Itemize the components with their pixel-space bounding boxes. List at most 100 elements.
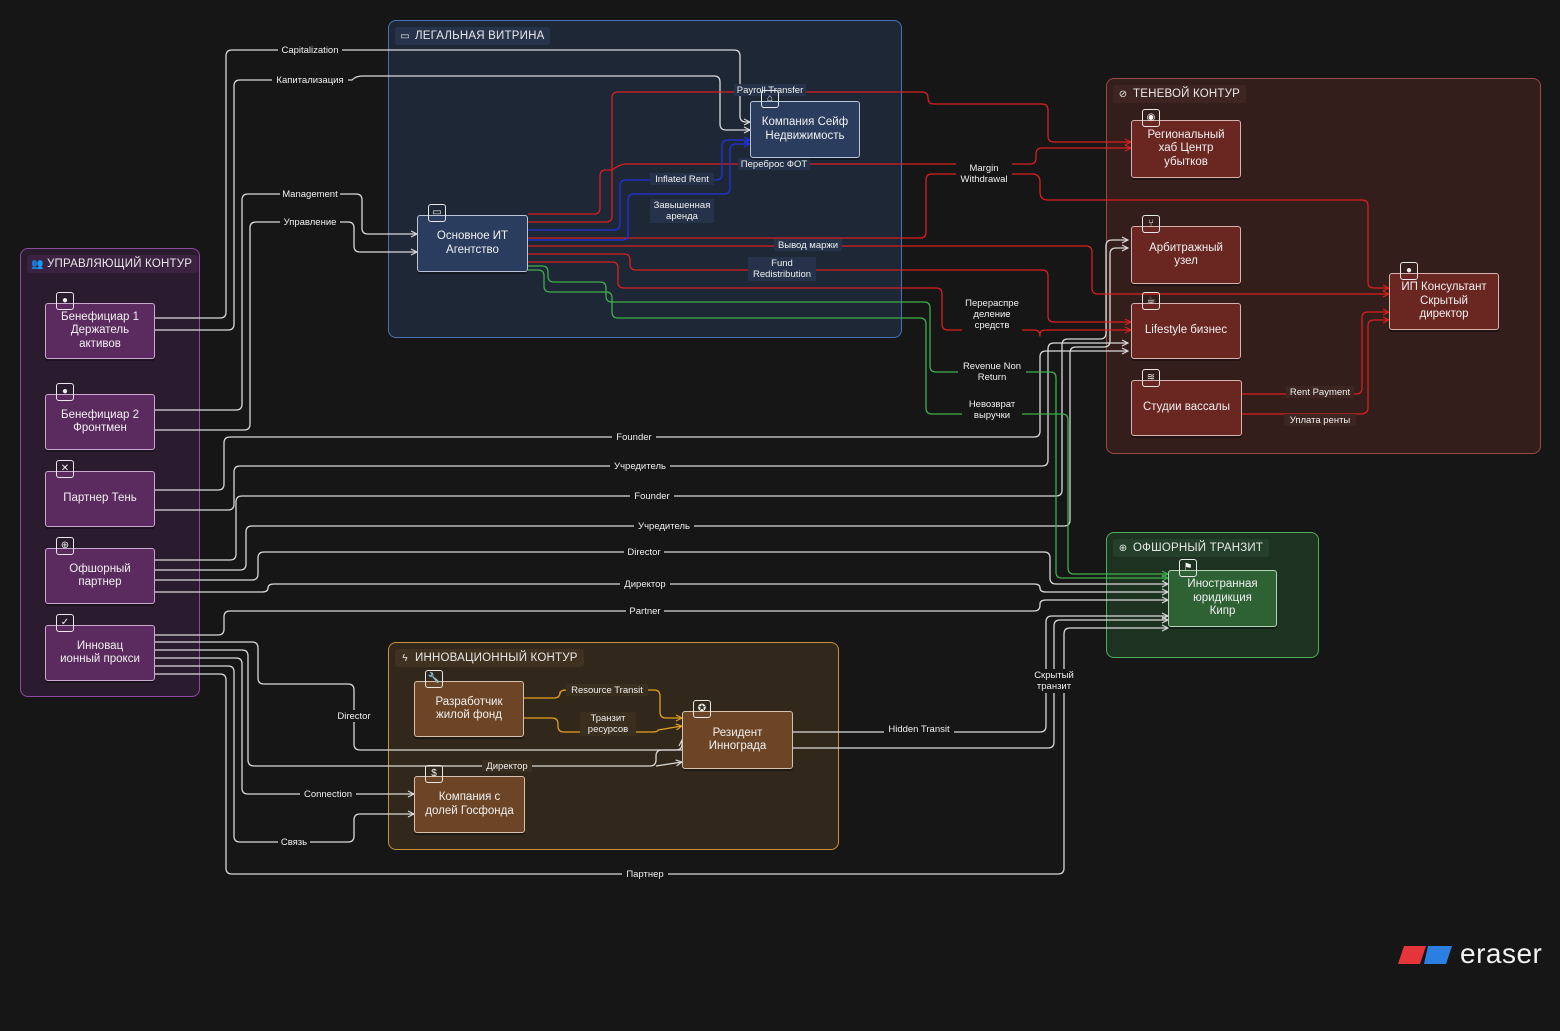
edge-label-director-ru-1: Директор: [620, 578, 670, 590]
svg-text:Rent Payment: Rent Payment: [1290, 387, 1351, 398]
edge-label-inflated-rent: Inflated Rent: [650, 173, 714, 185]
node-beneficiary-2[interactable]: ● Бенефициар 2 Фронтмен: [45, 383, 155, 450]
git-branch-icon: ⑂: [1142, 215, 1160, 233]
edge-label-rent-ru: Уплата ренты: [1284, 414, 1356, 426]
node-ip-consultant[interactable]: ● ИП Консультант Скрытый директор: [1389, 262, 1499, 330]
edge-label-rent-payment: Rent Payment: [1286, 386, 1354, 398]
dollar-icon: $: [425, 765, 443, 783]
svg-text:Founder: Founder: [616, 432, 651, 443]
svg-text:Вывод маржи: Вывод маржи: [778, 240, 838, 251]
edge-label-resource-transit: Resource Transit: [566, 684, 648, 696]
svg-text:Управление: Управление: [284, 217, 337, 228]
node-vassal-studios[interactable]: ≋ Студии вассалы: [1131, 369, 1242, 436]
node-it-agency[interactable]: ▭ Основное ИТ Агентство: [417, 204, 528, 272]
svg-text:Capitalization: Capitalization: [281, 45, 338, 56]
coffee-icon: ☕: [1142, 292, 1160, 310]
svg-text:Капитализация: Капитализация: [276, 75, 343, 86]
logo-text: eraser: [1460, 938, 1543, 969]
user-icon: ●: [56, 383, 74, 401]
node-cyprus[interactable]: ⚑ Иностранная юридикция Кипр: [1168, 559, 1277, 627]
edge-label-director-ru-2: Директор: [482, 760, 532, 772]
edge-label-capitalization: Capitalization: [278, 44, 342, 56]
group-shadow-label: ⊘ТЕНЕВОЙ КОНТУР: [1113, 85, 1246, 103]
edge-label-payroll-ru: Переброс ФОТ: [738, 158, 810, 170]
edge-label-founder-ru-1: Учредитель: [610, 460, 670, 472]
svg-text:Director: Director: [337, 711, 370, 722]
svg-text:Переброс ФОТ: Переброс ФОТ: [741, 159, 808, 170]
user-x-icon: ✕: [56, 460, 74, 478]
svg-text:Director: Director: [627, 547, 660, 558]
svg-text:Connection: Connection: [304, 789, 352, 800]
node-partner-shadow[interactable]: ✕ Партнер Тень: [45, 460, 155, 527]
svg-text:Директор: Директор: [486, 761, 527, 772]
node-regional-hub[interactable]: ◉ Региональный хаб Центр убытков: [1131, 109, 1241, 178]
node-housing-developer[interactable]: 🔧 Разработчик жилой фонд: [414, 670, 524, 737]
user-icon: ●: [56, 292, 74, 310]
svg-text:Resource Transit: Resource Transit: [571, 685, 643, 696]
globe-icon: ⊕: [56, 537, 74, 555]
wrench-icon: 🔧: [425, 670, 443, 688]
briefcase-icon: ▭: [400, 31, 410, 42]
group-offshore-label: ⊕ОФШОРНЫЙ ТРАНЗИТ: [1113, 539, 1270, 557]
node-lifestyle[interactable]: ☕ Lifestyle бизнес: [1131, 292, 1241, 359]
user-icon: ●: [1400, 262, 1418, 280]
node-safe-realty[interactable]: ⌂ Компания Сейф Недвижимость: [750, 90, 860, 158]
edge-label-director-1: Director: [624, 546, 664, 558]
edge-label-capitalization-ru: Капитализация: [272, 74, 348, 86]
group-offshore[interactable]: ⊕ОФШОРНЫЙ ТРАНЗИТ: [1106, 532, 1319, 658]
edge-label-director-2: Director: [334, 710, 374, 722]
svg-text:Учредитель: Учредитель: [614, 461, 666, 472]
edge-label-founder-1: Founder: [612, 431, 656, 443]
group-legal[interactable]: ▭ЛЕГАЛЬНАЯ ВИТРИНА: [388, 20, 902, 338]
node-beneficiary-1[interactable]: ● Бенефициар 1 Держатель активов: [45, 292, 155, 359]
node-gov-fund-company[interactable]: $ Компания с долей Госфонда: [414, 765, 525, 833]
edge-label-founder-ru-2: Учредитель: [634, 520, 694, 532]
edge-label-partner-ru: Партнер: [622, 868, 668, 880]
flag-icon: ⚑: [1179, 559, 1197, 577]
eye-off-icon: ⊘: [1118, 89, 1128, 100]
eraser-logo: eraser: [1398, 938, 1543, 969]
svg-text:Учредитель: Учредитель: [638, 521, 690, 532]
edge-label-management-ru: Управление: [280, 216, 340, 228]
node-innovation-proxy[interactable]: ✓ Инновац ионный прокси: [45, 614, 155, 681]
svg-text:Inflated Rent: Inflated Rent: [655, 174, 709, 185]
eraser-logo-icon: [1398, 946, 1452, 964]
svg-text:Уплата ренты: Уплата ренты: [1290, 415, 1351, 426]
svg-text:Связь: Связь: [281, 837, 307, 848]
home-icon: ⌂: [761, 90, 779, 108]
node-arbitrage[interactable]: ⑂ Арбитражный узел: [1131, 215, 1241, 284]
people-icon: 👥: [31, 259, 44, 270]
svg-text:Management: Management: [282, 189, 338, 200]
edge-label-hidden-transit: Hidden Transit: [884, 723, 954, 735]
node-innograd-resident[interactable]: ✪ Резидент Иннограда: [682, 700, 793, 769]
node-offshore-partner[interactable]: ⊕ Офшорный партнер: [45, 537, 155, 604]
svg-text:Hidden Transit: Hidden Transit: [888, 724, 950, 735]
monitor-icon: ▭: [428, 204, 446, 222]
group-legal-label: ▭ЛЕГАЛЬНАЯ ВИТРИНА: [395, 27, 551, 45]
edge-label-connection-ru: Связь: [278, 836, 310, 848]
svg-text:Партнер: Партнер: [626, 869, 663, 880]
edge-label-founder-2: Founder: [630, 490, 674, 502]
edge-label-management: Management: [280, 188, 340, 200]
user-check-icon: ✓: [56, 614, 74, 632]
edge-label-margin-ru: Вывод маржи: [774, 239, 842, 251]
edge-label-connection: Connection: [300, 788, 356, 800]
layers-icon: ≋: [1142, 369, 1160, 387]
